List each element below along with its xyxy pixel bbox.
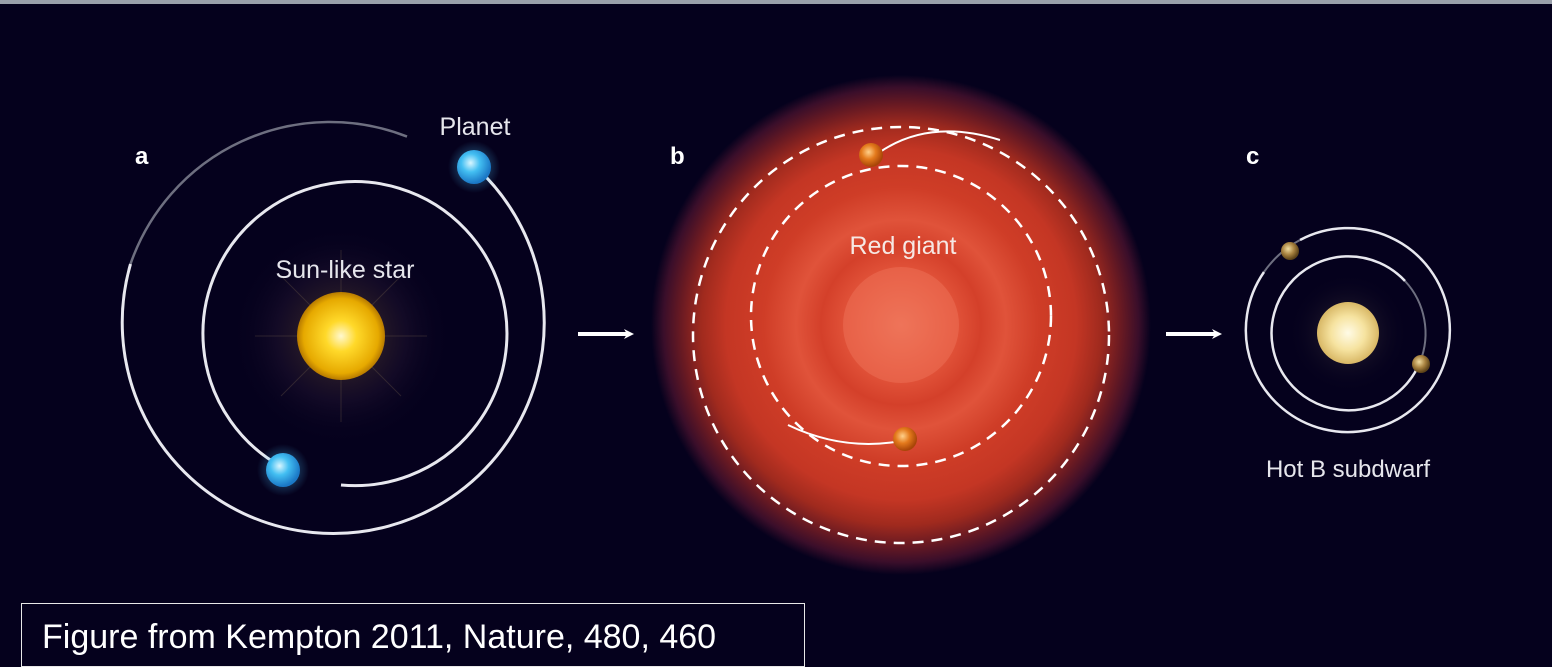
subdwarf-inner-orbit [1270, 255, 1422, 412]
outer-orbit-faint-arc [129, 120, 408, 265]
subdwarf-inner-orbit-faint [1404, 280, 1427, 363]
outer-planet-trail [879, 130, 1001, 153]
hot-b-subdwarf [1317, 302, 1379, 364]
panel-a: a Sun-like star Planet [120, 113, 546, 535]
subdwarf-outer-orbit [1244, 226, 1452, 434]
panel-a-letter: a [135, 143, 149, 170]
sun-like-star-label: Sun-like star [276, 256, 415, 284]
red-giant-label: Red giant [849, 232, 956, 260]
outer-orbit-bright-arc [120, 167, 546, 535]
panel-c: c Hot B subdwarf [1244, 143, 1452, 483]
panel-b: b Red giant [651, 75, 1151, 575]
planet-inner [266, 453, 300, 487]
subdwarf-planet-inner [1412, 355, 1430, 373]
caption-box: Figure from Kempton 2011, Nature, 480, 4… [21, 603, 805, 667]
red-giant-core [843, 267, 959, 383]
planet-label: Planet [440, 113, 511, 141]
engulfed-planet-outer [859, 143, 883, 167]
planet-outer [457, 150, 491, 184]
panel-c-letter: c [1246, 143, 1259, 170]
outer-orbit-dashed [691, 125, 1111, 545]
subdwarf-planet-outer [1281, 242, 1299, 260]
top-border [0, 0, 1552, 4]
figure-caption: Figure from Kempton 2011, Nature, 480, 4… [42, 618, 717, 656]
subdwarf-outer-orbit-faint [1263, 239, 1301, 273]
panel-b-letter: b [670, 143, 685, 170]
engulfed-planet-inner [893, 427, 917, 451]
sun-like-star [297, 292, 385, 380]
hot-b-subdwarf-label: Hot B subdwarf [1266, 456, 1430, 483]
inner-planet-trail [787, 424, 896, 445]
inner-orbit-dashed [749, 164, 1053, 468]
inner-orbit-bright-arc [201, 180, 509, 488]
